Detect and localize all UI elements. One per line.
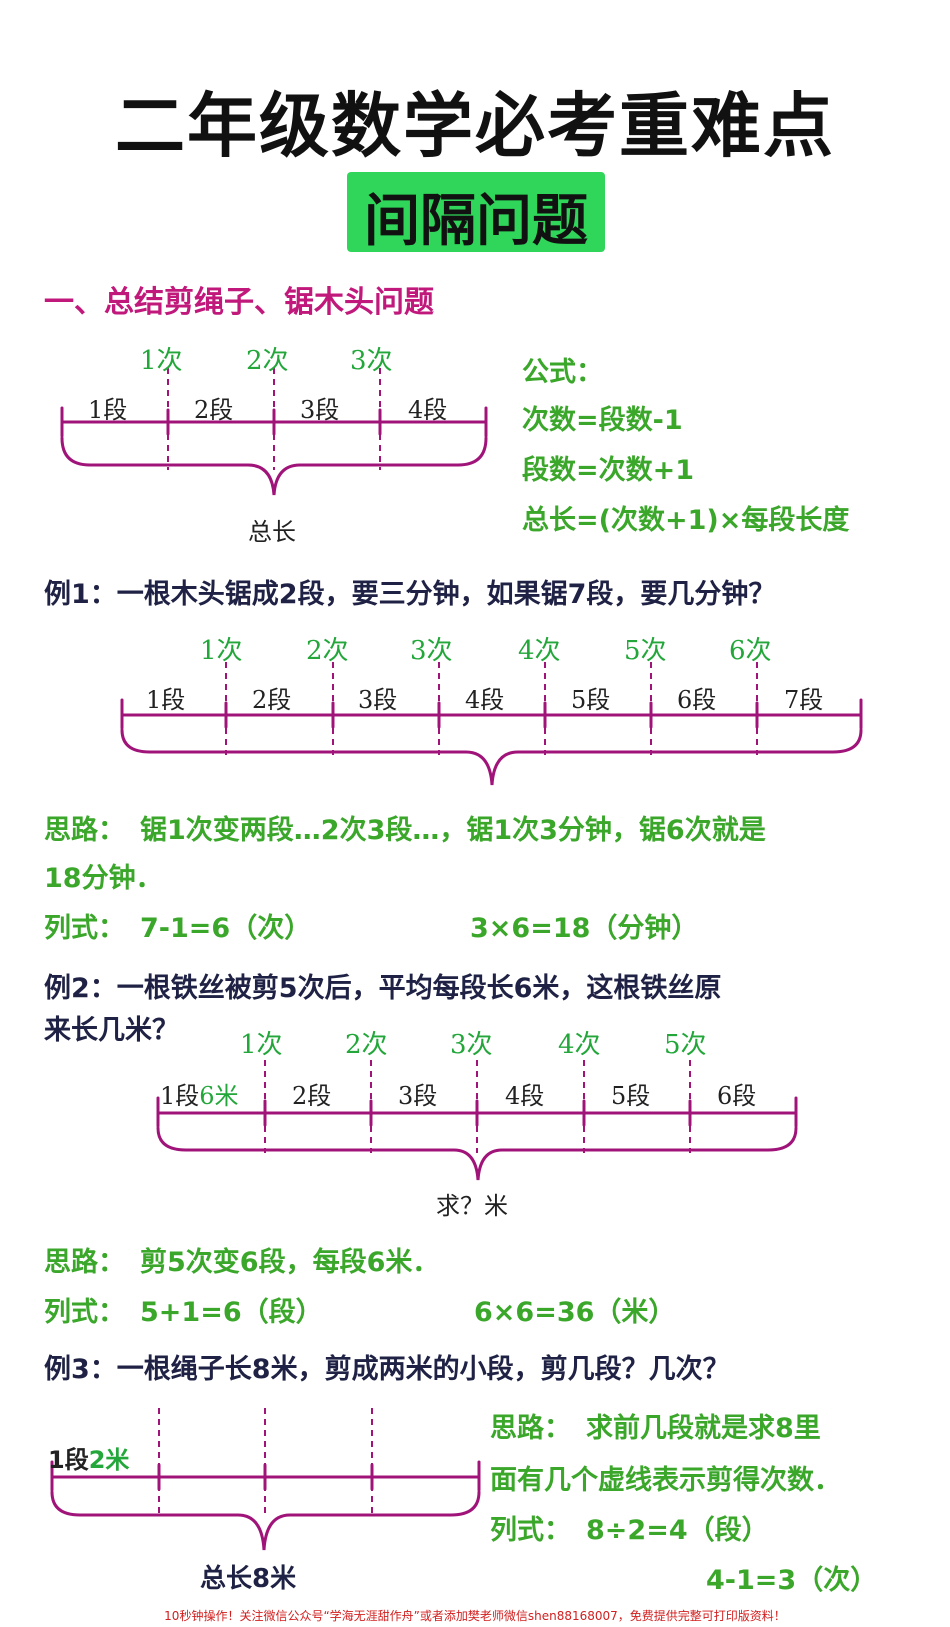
example3-eq-1: 8÷2=4（段） (586, 1515, 769, 1546)
formula-heading: 公式： (522, 357, 603, 388)
page-subtitle: 间隔问题 (364, 189, 588, 254)
example1-count-5: 5次 (624, 636, 667, 666)
diagram1-count-2: 2次 (246, 346, 289, 376)
diagram1-segment-3: 3段 (300, 396, 340, 424)
example1-count-6: 6次 (729, 636, 772, 666)
diagram1-line (60, 406, 488, 496)
example1-eq-label: 列式： (44, 913, 125, 944)
subtitle-highlight (347, 172, 605, 252)
example1-count-3: 3次 (410, 636, 453, 666)
formula-3: 总长=(次数+1)×每段长度 (522, 505, 850, 536)
example2-eq-label: 列式： (44, 1297, 125, 1328)
example1-count-1: 1次 (200, 636, 243, 666)
example1-segment-7: 7段 (784, 686, 824, 714)
example2-segment-2: 2段 (292, 1082, 332, 1110)
example3-eq-2: 4-1=3（次） (706, 1565, 878, 1596)
example2-eq-1: 5+1=6（段） (140, 1297, 323, 1328)
example2-segment-1-label: 1段 (160, 1082, 200, 1110)
example3-thought-line2: 面有几个虚线表示剪得次数． (490, 1465, 841, 1496)
example1-thought-label: 思路： (44, 815, 125, 846)
page-title: 二年级数学必考重难点 (115, 85, 835, 167)
footer-note: 10秒钟操作！关注微信公众号“学海无涯甜作舟”或者添加樊老师微信shen8816… (164, 1609, 786, 1623)
example2-count-3: 3次 (450, 1030, 493, 1060)
example1-segment-6: 6段 (677, 686, 717, 714)
diagram3-line (156, 1096, 798, 1181)
diagram1-segment-4: 4段 (408, 396, 448, 424)
example1-segment-3: 3段 (358, 686, 398, 714)
section-heading: 一、总结剪绳子、锯木头问题 (44, 285, 434, 320)
example1-count-2: 2次 (306, 636, 349, 666)
example1-question: 例1：一根木头锯成2段，要三分钟，如果锯7段，要几分钟？ (44, 579, 776, 610)
diagram1-count-3: 3次 (350, 346, 393, 376)
diagram1-segment-2: 2段 (194, 396, 234, 424)
example1-segment-2: 2段 (252, 686, 292, 714)
example2-count-2: 2次 (345, 1030, 388, 1060)
example1-thought-line1: 锯1次变两段…2次3段…，锯1次3分钟，锯6次就是 (140, 815, 766, 846)
example2-segment-1-length: 6米 (199, 1082, 239, 1110)
example1-segment-5: 5段 (571, 686, 611, 714)
formula-2: 段数=次数+1 (522, 455, 695, 486)
example3-segment-1-length: 2米 (88, 1446, 130, 1474)
example3-segment-1: 1段2米 (48, 1440, 129, 1475)
example2-segment-4: 4段 (505, 1082, 545, 1110)
example3-eq-label: 列式： (490, 1515, 571, 1546)
example3-question: 例3：一根绳子长8米，剪成两米的小段，剪几段？几次？ (44, 1354, 730, 1385)
example2-eq-2: 6×6=36（米） (474, 1297, 676, 1328)
formula-1: 次数=段数-1 (522, 405, 683, 436)
example2-question-line1: 例2：一根铁丝被剪5次后，平均每段长6米，这根铁丝原 (44, 973, 722, 1004)
example1-segment-4: 4段 (465, 686, 505, 714)
example2-thought-label: 思路： (44, 1247, 125, 1278)
example2-count-5: 5次 (664, 1030, 707, 1060)
example1-segment-1: 1段 (146, 686, 186, 714)
example2-question-line2: 来长几米？ (44, 1015, 179, 1046)
example2-count-1: 1次 (240, 1030, 283, 1060)
diagram1-total: 总长 (248, 518, 296, 546)
example3-total: 总长8米 (200, 1564, 297, 1594)
example1-eq-2: 3×6=18（分钟） (470, 913, 699, 944)
example2-total: 求？米 (436, 1192, 508, 1220)
example2-segment-6: 6段 (717, 1082, 757, 1110)
example2-segment-3: 3段 (398, 1082, 438, 1110)
example3-thought-label: 思路： (490, 1413, 571, 1444)
example2-segment-5: 5段 (611, 1082, 651, 1110)
diagram1-count-1: 1次 (140, 346, 183, 376)
example1-count-4: 4次 (518, 636, 561, 666)
example2-count-4: 4次 (558, 1030, 601, 1060)
example1-eq-1: 7-1=6（次） (140, 913, 312, 944)
example1-thought-line2: 18分钟． (44, 863, 163, 894)
example3-segment-1-label: 1段 (48, 1446, 89, 1474)
example3-thought-line1: 求前几段就是求8里 (586, 1413, 821, 1444)
example2-thought: 剪5次变6段，每段6米． (140, 1247, 440, 1278)
diagram1-segment-1: 1段 (88, 396, 128, 424)
example2-segment-1: 1段6米 (160, 1076, 239, 1111)
